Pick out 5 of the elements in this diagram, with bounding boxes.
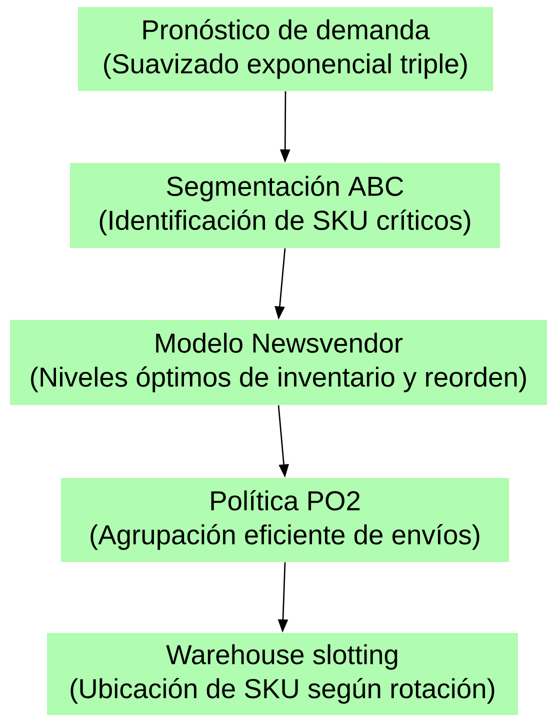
process-box: Modelo Newsvendor (Niveles óptimos de inventario y reorden) bbox=[10, 320, 547, 405]
process-box: Warehouse slotting (Ubicación de SKU según rotación) bbox=[47, 633, 518, 715]
process-box: Pronóstico de demanda (Suavizado exponencial triple) bbox=[78, 7, 493, 91]
process-box: Segmentación ABC (Identificación de SKU críticos) bbox=[70, 163, 500, 248]
process-box: Política PO2 (Agrupación eficiente de envíos) bbox=[61, 478, 509, 562]
